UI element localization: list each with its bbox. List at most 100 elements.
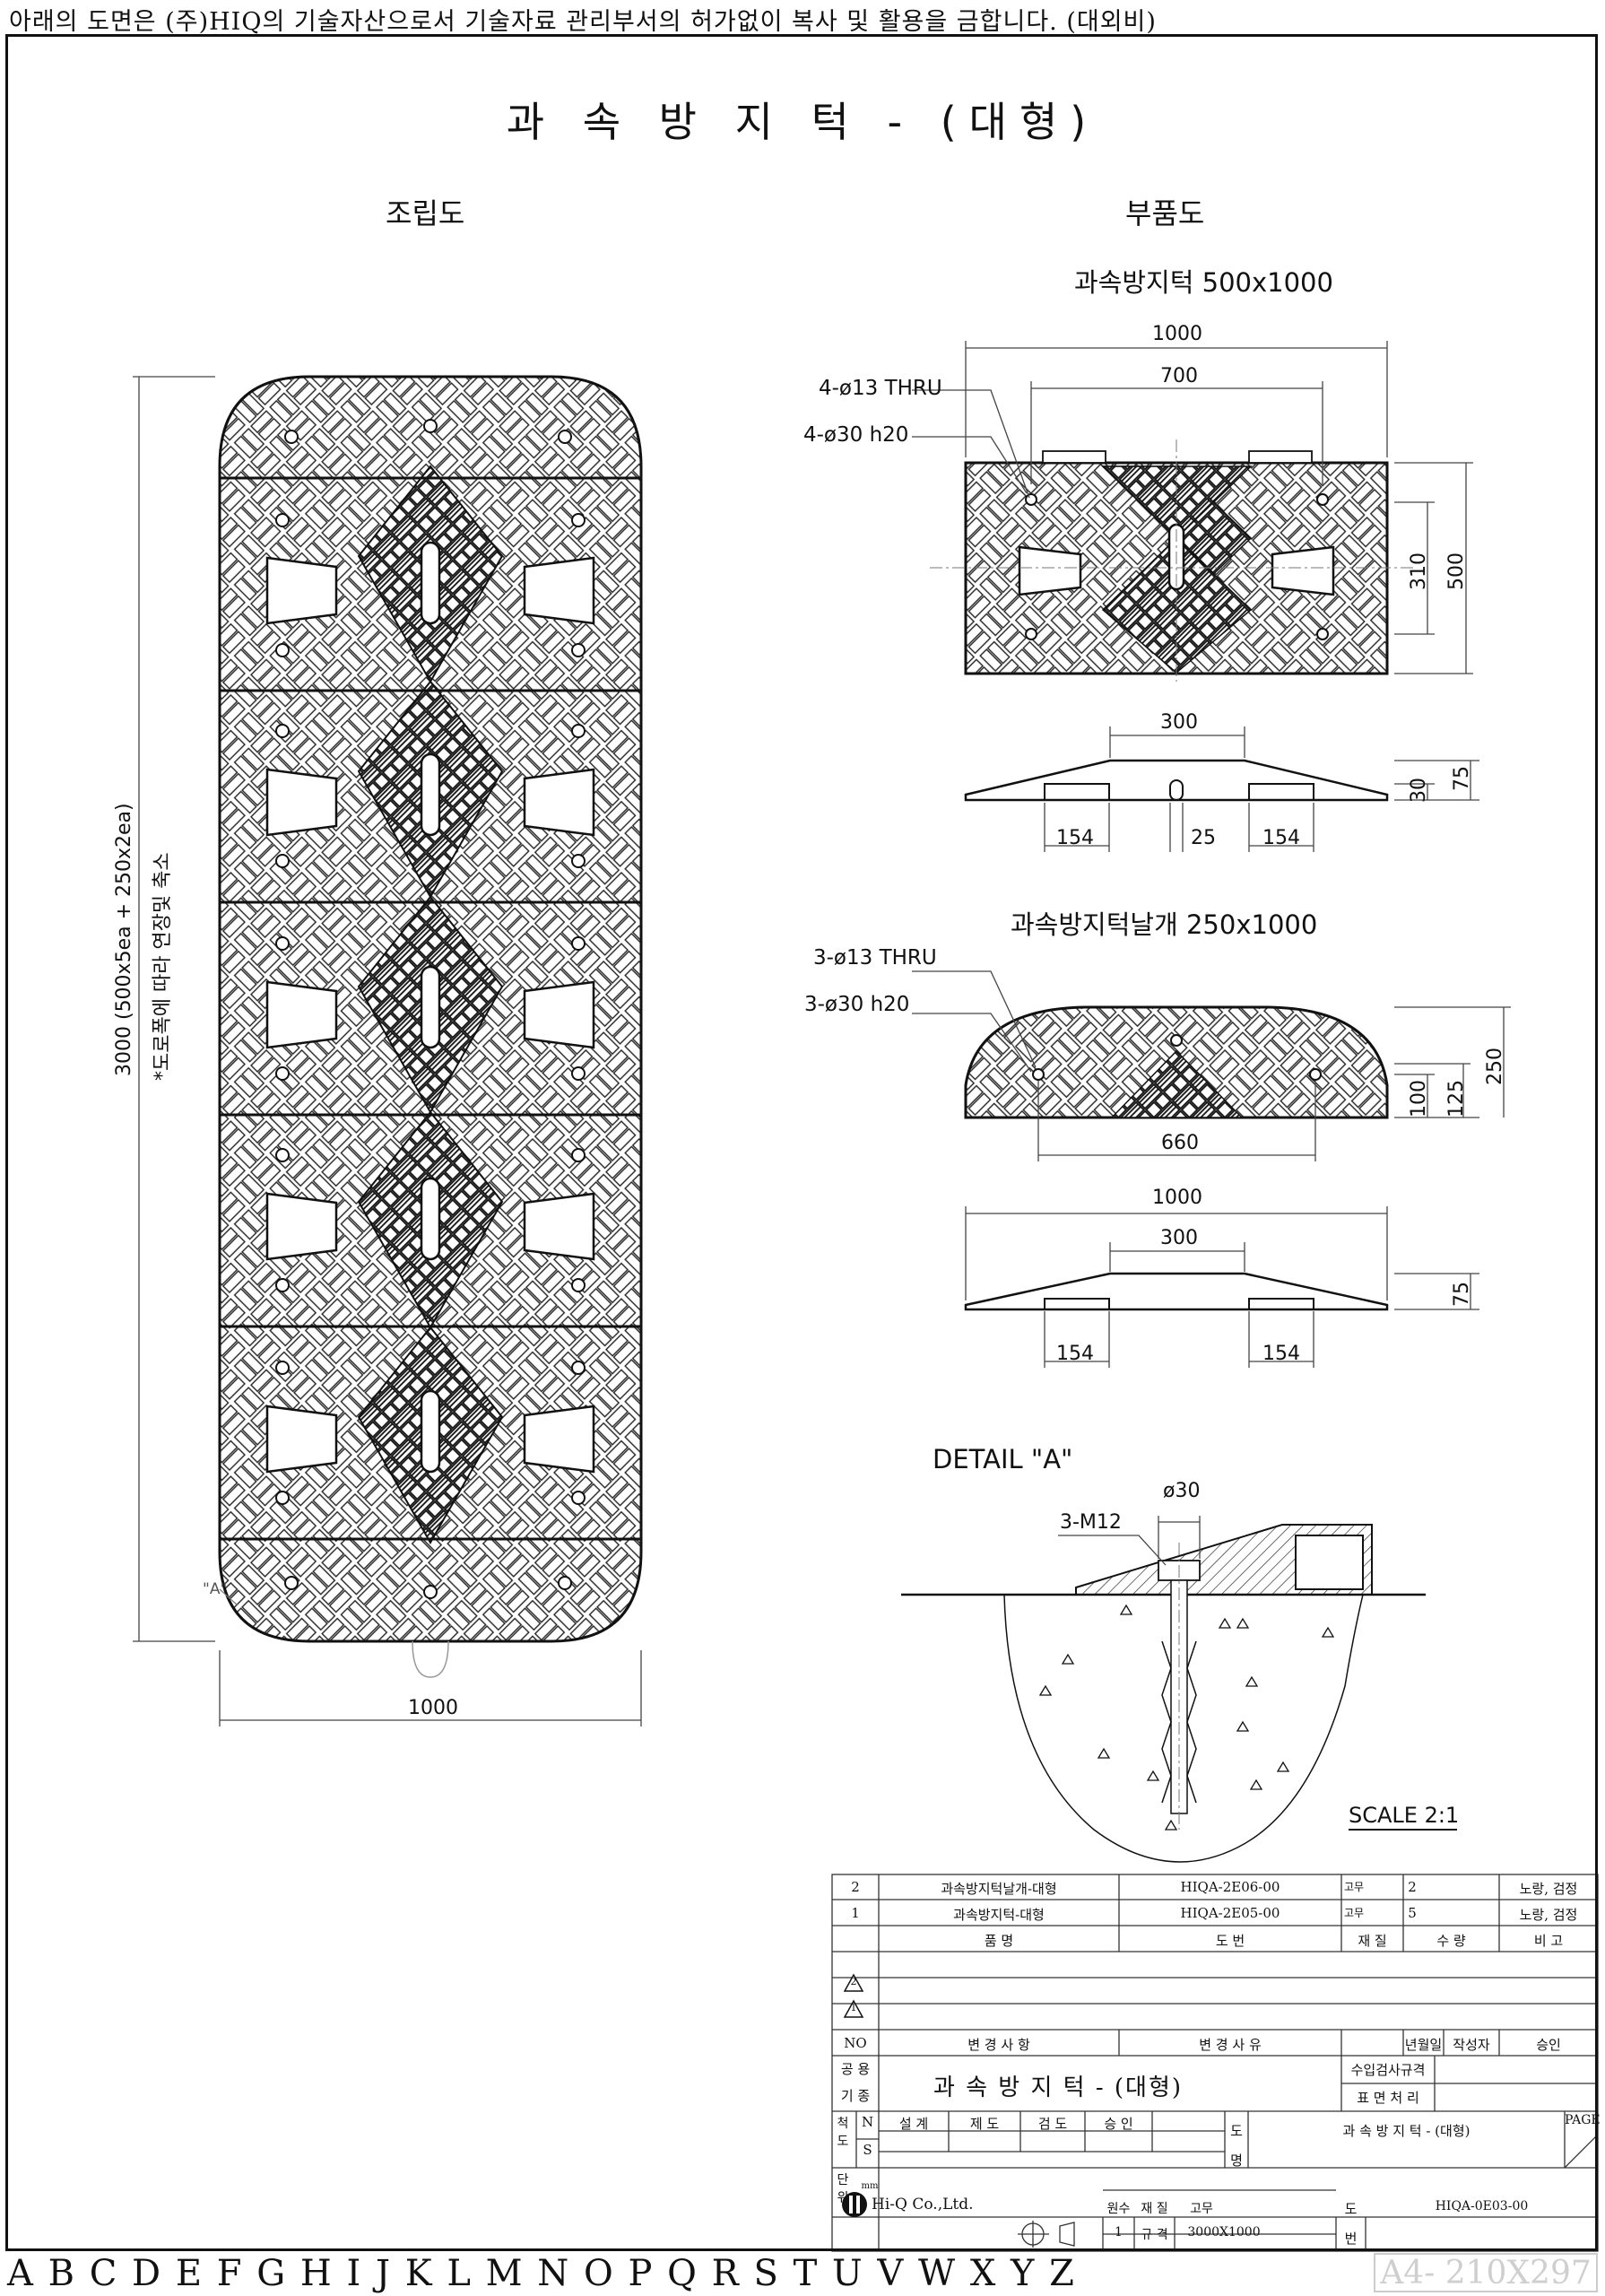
detail-bolt-label: 3-M12 bbox=[1060, 1511, 1122, 1534]
unit-label: 단 위 bbox=[837, 2173, 849, 2205]
bom-row-2-code: HIQA-2E06-00 bbox=[1180, 1879, 1280, 1895]
part1-154b-dim: 154 bbox=[1262, 827, 1300, 849]
name-label-1: 도 bbox=[1230, 2123, 1243, 2139]
assembly-width-dim: 1000 bbox=[408, 1697, 458, 1719]
part2-250-dim: 250 bbox=[1484, 1048, 1506, 1085]
part2-top-dim: 300 bbox=[1160, 1227, 1198, 1249]
revision-1-mark: 1 bbox=[850, 2002, 857, 2013]
approve-label: 승 인 bbox=[1104, 2116, 1133, 2132]
material-value: 고무 bbox=[1190, 2202, 1213, 2216]
change-header-no: NO bbox=[844, 2035, 867, 2051]
part1-width-dim: 1000 bbox=[1152, 323, 1202, 345]
bom-row-1-code: HIQA-2E05-00 bbox=[1180, 1905, 1280, 1921]
part2-100-dim: 100 bbox=[1408, 1080, 1430, 1118]
bom-header-name: 품 명 bbox=[984, 1933, 1014, 1949]
assembly-drawing bbox=[133, 375, 643, 1726]
detail-a-drawing bbox=[901, 1516, 1457, 1863]
title-block-grid bbox=[831, 1874, 1599, 2252]
material-label: 재 질 bbox=[1141, 2202, 1168, 2216]
bom-row-2-note: 노랑, 검정 bbox=[1519, 1881, 1578, 1897]
part2-hole-thru-label: 3-ø13 THRU bbox=[813, 946, 937, 970]
part1-75-dim: 75 bbox=[1451, 766, 1473, 791]
confidentiality-notice: 아래의 도면은 (주)HIQ의 기술자산으로서 기술자료 관리부서의 허가없이 … bbox=[9, 8, 1157, 36]
kind-label: 기 종 bbox=[840, 2088, 871, 2104]
bom-header-note: 비 고 bbox=[1533, 1933, 1564, 1949]
name-label-2: 명 bbox=[1230, 2152, 1243, 2169]
assembly-dimensions bbox=[133, 376, 642, 1726]
part1-hole-spacing-dim: 700 bbox=[1160, 365, 1198, 387]
part1-310-dim: 310 bbox=[1408, 552, 1430, 590]
bom-header-code: 도 번 bbox=[1215, 1933, 1245, 1949]
part1-154a-dim: 154 bbox=[1056, 827, 1094, 849]
drawing-title: 과 속 방 지 턱 - (대형) bbox=[506, 98, 1099, 146]
part2-75-dim: 75 bbox=[1451, 1282, 1473, 1307]
bom-row-2-name: 과속방지턱날개-대형 bbox=[941, 1881, 1057, 1897]
design-label: 설 계 bbox=[898, 2116, 929, 2132]
bom-row-1-qty: 5 bbox=[1408, 1905, 1417, 1921]
detail-a-title: DETAIL "A" bbox=[933, 1444, 1073, 1474]
part1-25-dim: 25 bbox=[1191, 827, 1216, 849]
inspection-label: 수입검사규격 bbox=[1350, 2062, 1426, 2078]
bom-row-1-note: 노랑, 검정 bbox=[1519, 1907, 1578, 1923]
segment-features bbox=[265, 541, 595, 1474]
page-label: PAGE bbox=[1565, 2113, 1601, 2127]
part2-125-dim: 125 bbox=[1445, 1080, 1468, 1118]
part2-width-dim: 1000 bbox=[1152, 1187, 1202, 1209]
bom-header-qty: 수 량 bbox=[1436, 1933, 1466, 1949]
part2-top-view bbox=[912, 970, 1511, 1161]
part2-154b-dim: 154 bbox=[1262, 1343, 1300, 1365]
company-logo bbox=[842, 2192, 867, 2217]
part1-hole-thru-label: 4-ø13 THRU bbox=[819, 377, 942, 400]
unit-value: mm bbox=[861, 2181, 879, 2191]
drawing-frame bbox=[5, 34, 1598, 2251]
orig-qty-label: 원수 bbox=[1106, 2202, 1131, 2216]
segment-lines bbox=[220, 476, 641, 1541]
spec-value: 3000X1000 bbox=[1187, 2225, 1261, 2239]
assembly-height-dim: 3000 (500x5ea + 250x2ea) bbox=[113, 803, 135, 1076]
title-block-drawing-title: 과 속 방 지 턱 - (대형) bbox=[933, 2074, 1184, 2101]
revision-2-mark: 2 bbox=[850, 1976, 857, 1987]
paper-size: A4- 210X297 bbox=[1374, 2253, 1598, 2292]
detail-a-marker: "A" bbox=[203, 1580, 228, 1598]
zone-letters: A B C D E F G H I J K L M N O P Q R S T … bbox=[7, 2253, 1076, 2294]
part2-154a-dim: 154 bbox=[1056, 1343, 1094, 1365]
bom-row-1-no: 1 bbox=[851, 1905, 860, 1921]
check-label: 검 도 bbox=[1037, 2116, 1068, 2132]
bom-row-2-material: 고무 bbox=[1343, 1881, 1365, 1893]
spec-label: 규 격 bbox=[1141, 2228, 1168, 2242]
change-header-item: 변 경 사 항 bbox=[967, 2037, 1030, 2053]
bom-row-1-material: 고무 bbox=[1343, 1907, 1365, 1919]
bom-row-2-qty: 2 bbox=[1408, 1879, 1417, 1895]
part1-hole-counterbore-label: 4-ø30 h20 bbox=[803, 423, 909, 447]
orig-qty-value: 1 bbox=[1115, 2225, 1123, 2239]
scale-s: S bbox=[863, 2142, 872, 2158]
bolt-holes bbox=[275, 419, 586, 1599]
detail-scale: SCALE 2:1 bbox=[1349, 1803, 1460, 1828]
part1-top-view bbox=[912, 341, 1473, 682]
surface-label: 표 면 처 리 bbox=[1357, 2090, 1419, 2106]
part1-title: 과속방지턱 500x1000 bbox=[1074, 267, 1333, 298]
change-header-reason: 변 경 사 유 bbox=[1199, 2037, 1262, 2053]
part2-660-dim: 660 bbox=[1161, 1132, 1199, 1154]
change-header-approve: 승인 bbox=[1536, 2037, 1561, 2053]
part2-side-view bbox=[964, 1206, 1479, 1368]
detail-dia-dim: ø30 bbox=[1163, 1480, 1201, 1502]
part1-30-dim: 30 bbox=[1408, 778, 1430, 803]
part1-side-view bbox=[964, 726, 1479, 852]
part1-500-dim: 500 bbox=[1445, 552, 1468, 590]
change-header-date: 년월일 bbox=[1404, 2037, 1443, 2053]
assembly-label: 조립도 bbox=[386, 196, 465, 230]
change-header-author: 작성자 bbox=[1453, 2037, 1490, 2053]
scale-n: N bbox=[861, 2114, 874, 2130]
revision-triangles bbox=[843, 1973, 864, 2018]
part1-top-dim: 300 bbox=[1160, 711, 1198, 734]
parts-label: 부품도 bbox=[1125, 196, 1205, 230]
drawing-number: HIQA-0E03-00 bbox=[1435, 2199, 1529, 2213]
bom-header-material: 재 질 bbox=[1358, 1933, 1387, 1949]
bom-row-1-name: 과속방지턱-대형 bbox=[953, 1907, 1045, 1923]
draft-label: 제 도 bbox=[969, 2116, 1000, 2132]
drawing-no-label-1: 도 bbox=[1344, 2201, 1358, 2217]
company-name: Hi-Q Co.,Ltd. bbox=[872, 2196, 974, 2213]
process-label: 공 용 bbox=[840, 2061, 871, 2077]
